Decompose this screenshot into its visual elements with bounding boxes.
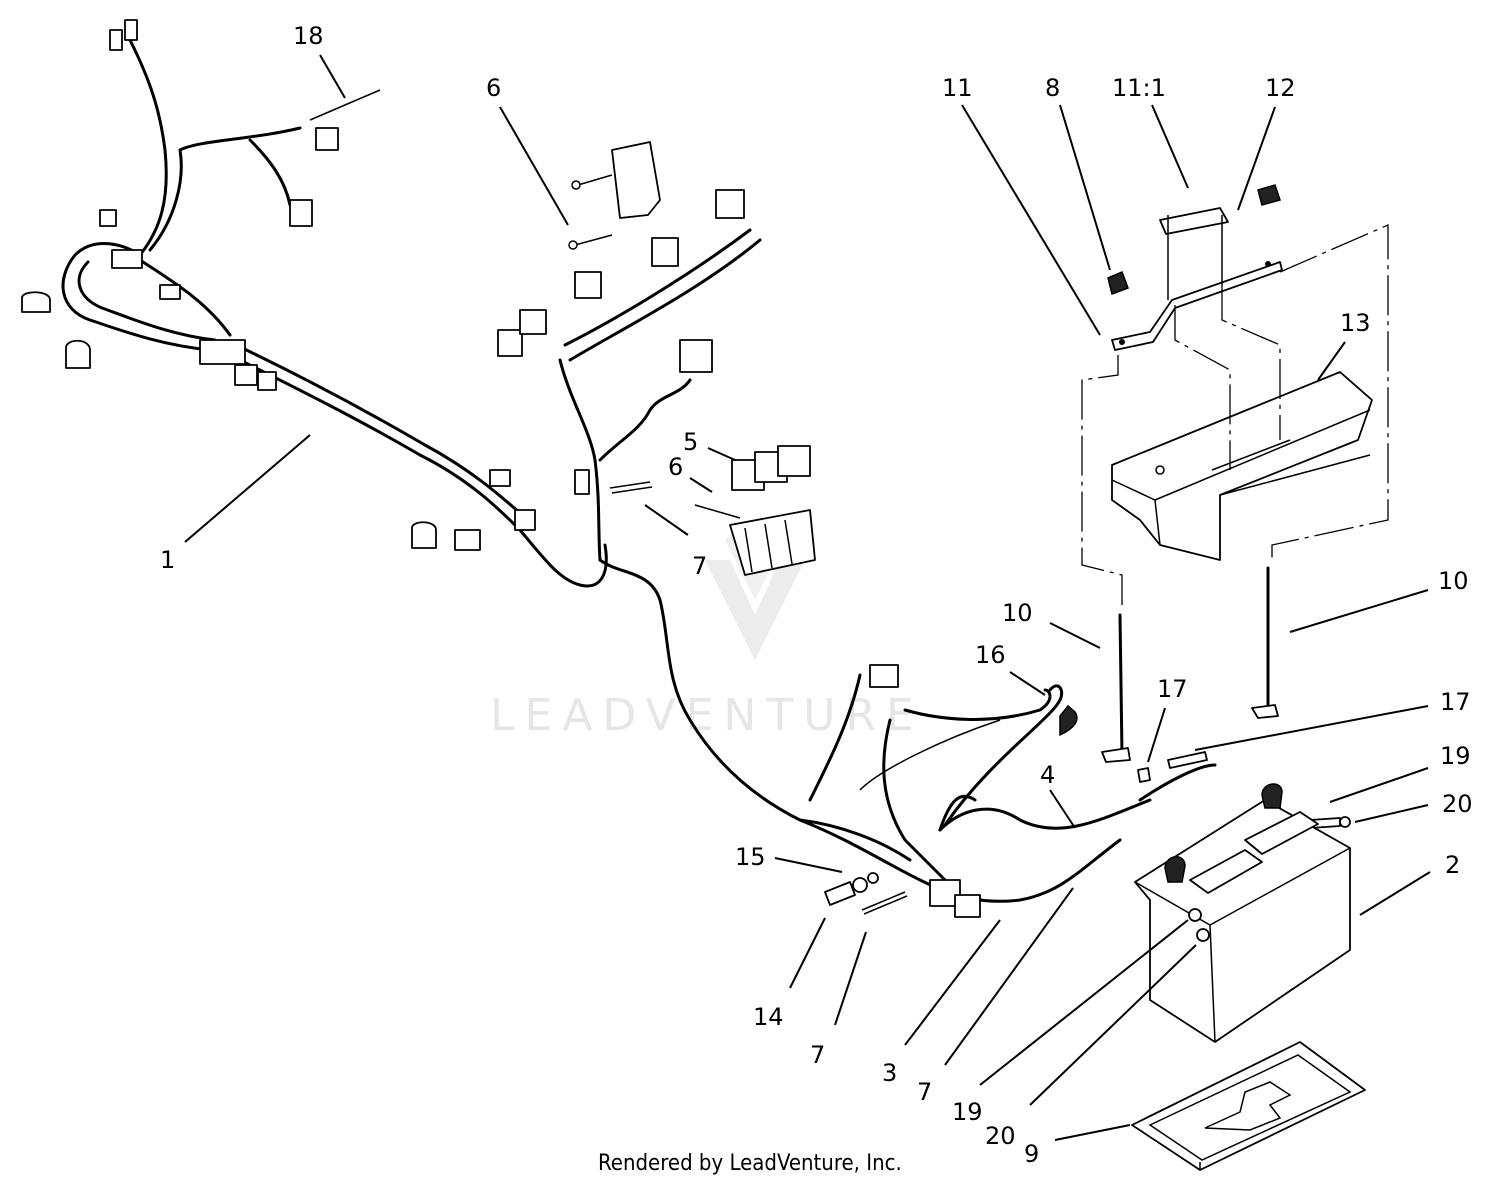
battery [1134,783,1351,1043]
callout-20-bottom: 20 [985,1122,1016,1150]
battery-tray [1131,1041,1366,1171]
cable-item-16 [943,684,1064,827]
callout-9: 9 [1024,1140,1039,1168]
callout-12: 12 [1265,74,1296,102]
callout-11: 11 [942,74,973,102]
callout-7-bottom-left: 7 [810,1041,825,1069]
battery-hold-down [1081,184,1389,763]
battery-cables [808,664,1217,918]
main-wire-harness [21,19,608,588]
render-credit: Rendered by LeadVenture, Inc. [598,1151,902,1176]
watermark-text: LEADVENTURE [490,690,924,741]
callout-6-upper: 6 [486,74,501,102]
callout-16: 16 [975,641,1006,669]
callout-10-right: 10 [1438,567,1469,595]
callout-2: 2 [1445,851,1460,879]
callout-3: 3 [882,1059,897,1087]
callout-15: 15 [735,843,766,871]
callout-4: 4 [1040,761,1055,789]
fasteners [824,751,1351,915]
callout-6-lower: 6 [668,453,683,481]
callout-19-bottom: 19 [952,1098,983,1126]
callout-1: 1 [160,546,175,574]
callout-14: 14 [753,1003,784,1031]
callout-20-right: 20 [1442,790,1473,818]
callout-10-left: 10 [1002,599,1033,627]
callout-11-1: 11:1 [1112,74,1166,102]
callout-17-left: 17 [1157,675,1188,703]
callout-17-right: 17 [1440,688,1471,716]
callout-5: 5 [683,428,698,456]
relay-fuse-block [609,445,816,576]
wire-item-18 [309,89,381,121]
callout-8: 8 [1045,74,1060,102]
leader-lines [184,54,1431,1141]
callout-7-bottom-right: 7 [917,1078,932,1106]
callout-7-upper: 7 [692,552,707,580]
callout-labels: 18 6 1 5 6 7 11 8 11:1 12 13 10 10 16 17… [160,22,1473,1168]
dash-harness [497,141,1122,903]
callout-19-right: 19 [1440,742,1471,770]
callout-18: 18 [293,22,324,50]
callout-13: 13 [1340,309,1371,337]
